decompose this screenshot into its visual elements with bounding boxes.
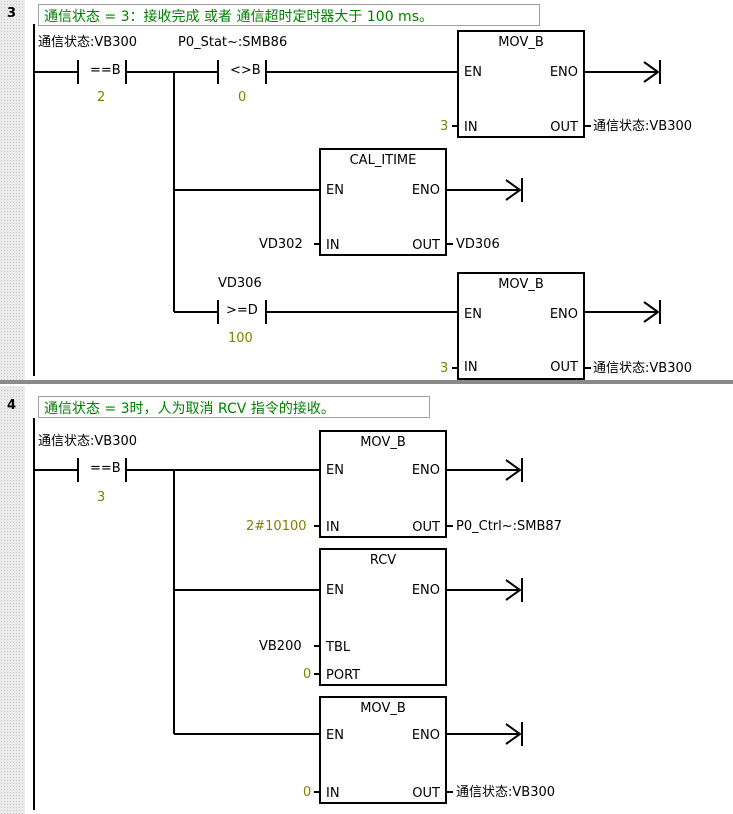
out-pin: OUT xyxy=(550,120,578,135)
box-title: MOV_B xyxy=(360,435,406,450)
en-pin: EN xyxy=(326,583,344,598)
tbl-pin: TBL xyxy=(326,640,351,655)
en-pin: EN xyxy=(464,65,482,80)
network3-comment[interactable]: 通信状态 = 3：接收完成 或者 通信超时定时器大于 100 ms。 xyxy=(44,9,433,25)
network4-comment[interactable]: 通信状态 = 3时，人为取消 RCV 指令的接收。 xyxy=(44,401,335,417)
n3-box3-out-value[interactable]: 通信状态:VB300 xyxy=(593,361,693,376)
n3-contact1-operand[interactable]: 通信状态:VB300 xyxy=(38,35,138,50)
network3-gutter xyxy=(0,0,25,382)
n3-contact2-op[interactable]: <>B xyxy=(230,63,261,78)
in-pin: IN xyxy=(326,786,340,801)
network3-number[interactable]: 3 xyxy=(7,6,17,21)
n4-box1-in-value[interactable]: 2#10100 xyxy=(246,519,307,534)
network4-number[interactable]: 4 xyxy=(7,398,17,413)
port-pin: PORT xyxy=(326,668,361,683)
n3-mov-b-box-2[interactable]: MOV_B EN ENO IN OUT xyxy=(457,272,585,380)
n4-contact1-value[interactable]: 3 xyxy=(97,490,106,505)
box-title: CAL_ITIME xyxy=(349,153,417,168)
eno-pin: ENO xyxy=(549,65,578,80)
eno-pin: ENO xyxy=(411,583,440,598)
n3-box2-out-value[interactable]: VD306 xyxy=(456,237,500,252)
n3-contact3-value[interactable]: 100 xyxy=(228,331,253,346)
n3-cal-itime-box[interactable]: CAL_ITIME EN ENO IN OUT xyxy=(319,148,447,256)
en-pin: EN xyxy=(326,183,344,198)
out-pin: OUT xyxy=(412,238,440,253)
n3-contact2-value[interactable]: 0 xyxy=(238,90,247,105)
n4-box2-port-value[interactable]: 0 xyxy=(303,667,312,682)
network4-comment-box[interactable] xyxy=(38,396,430,418)
n3-contact1-value[interactable]: 2 xyxy=(97,90,106,105)
n4-contact1-operand[interactable]: 通信状态:VB300 xyxy=(38,434,138,449)
n3-contact2-operand[interactable]: P0_Stat~:SMB86 xyxy=(178,35,288,50)
n3-box1-out-value[interactable]: 通信状态:VB300 xyxy=(593,119,693,134)
n4-rcv-box[interactable]: RCV EN ENO TBL PORT xyxy=(319,548,447,686)
n3-mov-b-box-1[interactable]: MOV_B EN ENO IN OUT xyxy=(457,30,585,138)
n3-contact3-op[interactable]: >=D xyxy=(226,303,258,318)
n4-mov-b-box-2[interactable]: MOV_B EN ENO IN OUT xyxy=(319,696,447,804)
n4-mov-b-box-1[interactable]: MOV_B EN ENO IN OUT xyxy=(319,430,447,538)
en-pin: EN xyxy=(326,728,344,743)
in-pin: IN xyxy=(464,120,478,135)
box-title: MOV_B xyxy=(498,277,544,292)
n4-box3-out-value[interactable]: 通信状态:VB300 xyxy=(456,785,556,800)
in-pin: IN xyxy=(326,238,340,253)
network4-gutter xyxy=(0,386,25,814)
box-title: MOV_B xyxy=(360,701,406,716)
network-separator xyxy=(0,380,733,384)
n4-box2-tbl-value[interactable]: VB200 xyxy=(259,639,302,654)
n3-box2-in-value[interactable]: VD302 xyxy=(259,237,303,252)
n4-contact1-op[interactable]: ==B xyxy=(90,461,121,476)
out-pin: OUT xyxy=(412,520,440,535)
eno-pin: ENO xyxy=(411,183,440,198)
n4-box3-in-value[interactable]: 0 xyxy=(303,785,312,800)
n3-contact3-operand[interactable]: VD306 xyxy=(218,276,262,291)
en-pin: EN xyxy=(464,307,482,322)
n3-box1-in-value[interactable]: 3 xyxy=(440,119,449,134)
eno-pin: ENO xyxy=(549,307,578,322)
en-pin: EN xyxy=(326,463,344,478)
box-title: RCV xyxy=(369,553,397,568)
box-title: MOV_B xyxy=(498,35,544,50)
n3-contact1-op[interactable]: ==B xyxy=(90,63,121,78)
eno-pin: ENO xyxy=(411,463,440,478)
n3-box3-in-value[interactable]: 3 xyxy=(440,361,449,376)
in-pin: IN xyxy=(326,520,340,535)
out-pin: OUT xyxy=(550,360,578,375)
eno-pin: ENO xyxy=(411,728,440,743)
in-pin: IN xyxy=(464,360,478,375)
network3-comment-box[interactable] xyxy=(38,4,540,26)
n4-box1-out-value[interactable]: P0_Ctrl~:SMB87 xyxy=(456,519,562,534)
out-pin: OUT xyxy=(412,786,440,801)
